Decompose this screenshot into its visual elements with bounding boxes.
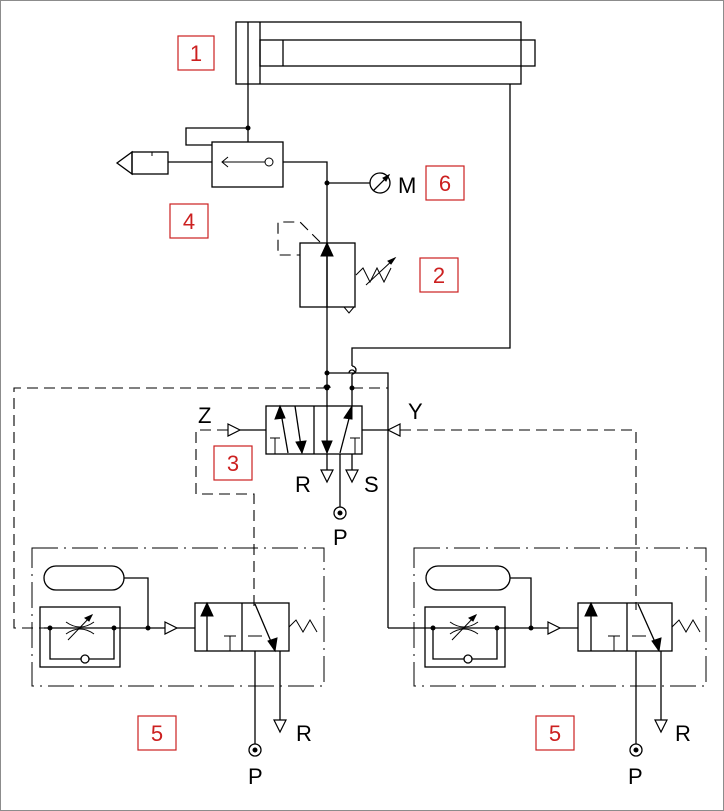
component-number-1: 1: [177, 35, 215, 71]
quick-exhaust-valve: [115, 141, 284, 188]
port-label-m: M: [398, 173, 416, 198]
cylinder: [235, 21, 536, 85]
svg-text:6: 6: [439, 171, 451, 196]
port-label-r-right: R: [675, 721, 691, 746]
component-number-5-left: 5: [137, 715, 177, 751]
svg-text:2: 2: [433, 263, 445, 288]
component-number-3: 3: [213, 445, 253, 481]
component-number-4: 4: [169, 203, 209, 239]
port-label-s: S: [364, 472, 379, 497]
svg-text:4: 4: [183, 209, 195, 234]
timer-unit-right: [388, 547, 707, 757]
port-label-p: P: [333, 525, 348, 550]
port-label-y: Y: [408, 399, 423, 424]
port-label-p-right: P: [628, 764, 643, 789]
directional-valve: [227, 404, 401, 520]
svg-text:1: 1: [190, 41, 202, 66]
port-label-r: R: [295, 472, 311, 497]
pressure-gauge: [369, 172, 391, 194]
pilot-lines: [13, 376, 637, 629]
pressure-regulator: [277, 221, 397, 314]
component-number-6: 6: [425, 165, 465, 201]
component-number-2: 2: [419, 257, 459, 293]
port-label-z: Z: [198, 403, 211, 428]
svg-text:3: 3: [227, 451, 239, 476]
svg-text:5: 5: [549, 721, 561, 746]
port-label-r-left: R: [296, 721, 312, 746]
port-label-p-left: P: [248, 764, 263, 789]
timer-unit-left: [31, 547, 325, 757]
component-number-5-right: 5: [535, 715, 575, 751]
svg-text:5: 5: [151, 721, 163, 746]
